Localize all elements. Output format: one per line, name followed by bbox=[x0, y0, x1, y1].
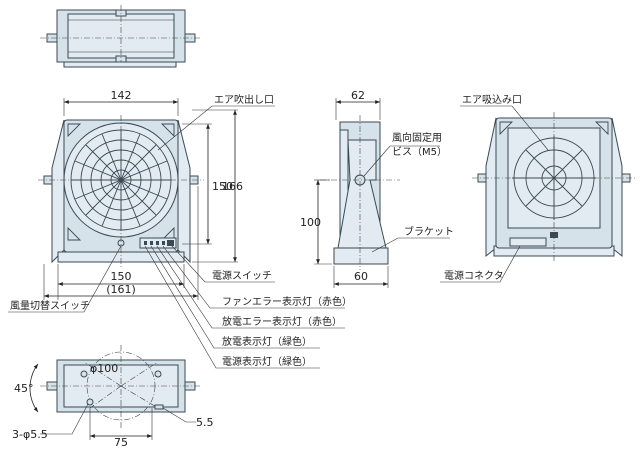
dim-bottom-slot: 5.5 bbox=[196, 416, 214, 429]
front-view: 142 150 166 150 (161) エア吹出し口 電源スイッチ ファンエ… bbox=[8, 89, 352, 369]
bottom-hole-3 bbox=[86, 398, 94, 406]
dim-base-total-width: (161) bbox=[106, 283, 136, 296]
side-view: 62 100 60 風向固定用 ビス（M5） ブラケット bbox=[300, 89, 454, 288]
dim-bottom-angle: 45° bbox=[14, 382, 34, 395]
dim-bottom-pcd: φ100 bbox=[90, 362, 118, 375]
bottom-view: φ100 45° 3-φ5.5 75 5.5 bbox=[12, 345, 214, 449]
dim-front-width: 142 bbox=[111, 89, 132, 102]
label-air-outlet: エア吹出し口 bbox=[214, 93, 274, 106]
label-power-connector: 電源コネクタ bbox=[444, 269, 504, 282]
dim-side-width: 62 bbox=[351, 89, 365, 102]
dim-base-width: 150 bbox=[111, 270, 132, 283]
label-bracket: ブラケット bbox=[404, 225, 454, 238]
dim-bottom-holes: 3-φ5.5 bbox=[12, 428, 48, 441]
label-fan-error-lamp: ファンエラー表示灯（赤色） bbox=[222, 295, 352, 308]
rear-bracket-left bbox=[485, 117, 497, 258]
rear-power-connector bbox=[509, 237, 547, 247]
label-airflow-screw-2: ビス（M5） bbox=[392, 146, 447, 158]
dim-bottom-pitch: 75 bbox=[114, 436, 128, 449]
dim-front-height: 150 bbox=[212, 180, 233, 193]
label-airflow-screw-1: 風向固定用 bbox=[392, 131, 442, 144]
label-power-switch: 電源スイッチ bbox=[212, 269, 272, 282]
front-bracket-left bbox=[51, 119, 65, 264]
bottom-slot bbox=[154, 404, 164, 410]
rear-bracket-right bbox=[611, 117, 623, 258]
front-bracket-right bbox=[177, 119, 191, 264]
bottom-hole-2 bbox=[154, 370, 162, 378]
label-power-lamp: 電源表示灯（緑色） bbox=[222, 355, 312, 368]
side-bracket bbox=[337, 139, 387, 249]
bottom-hole-1 bbox=[80, 370, 88, 378]
top-view bbox=[40, 5, 200, 68]
label-air-inlet: エア吸込み口 bbox=[462, 94, 522, 106]
label-discharge-error-lamp: 放電エラー表示灯（赤色） bbox=[222, 315, 342, 328]
rear-view: エア吸込み口 電源コネクタ bbox=[440, 94, 636, 283]
label-airflow-switch: 風量切替スイッチ bbox=[10, 299, 90, 312]
dim-front-total-height: 166 bbox=[222, 180, 243, 193]
top-view-base bbox=[63, 61, 177, 68]
side-base bbox=[333, 247, 389, 265]
dim-side-base: 60 bbox=[354, 270, 368, 283]
label-discharge-lamp: 放電表示灯（緑色） bbox=[222, 335, 312, 348]
dim-side-height: 100 bbox=[300, 216, 321, 229]
